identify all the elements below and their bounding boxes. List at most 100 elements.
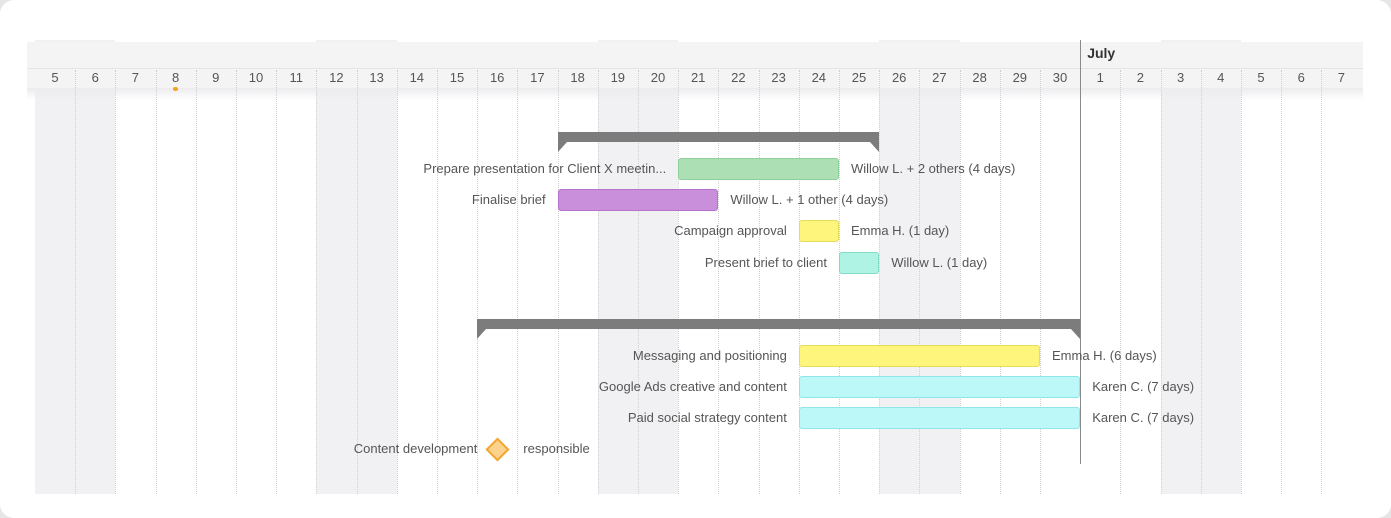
task-bar[interactable] [839,251,880,274]
day-gridline [557,70,559,494]
task-bar[interactable] [557,189,719,212]
day-label: 12 [329,70,344,85]
day-gridline [316,70,318,494]
summary-bar[interactable] [477,319,1081,341]
day-column [156,40,196,494]
day-column [1321,40,1361,494]
day-gridline [236,70,237,494]
month-header [27,42,1363,68]
day-label: 9 [212,70,220,85]
task-resources-label: Karen C. (7 days) [1092,379,1195,395]
day-column [397,40,437,494]
task-resources-label: Emma H. (6 days) [1052,348,1157,363]
day-label: 30 [1052,70,1068,85]
day-gridline [1160,70,1162,494]
summary-bar[interactable] [557,132,880,154]
day-label: 18 [570,70,585,85]
day-gridline [718,70,720,494]
day-gridline [638,70,639,494]
task-bar[interactable] [798,220,839,243]
day-label: 14 [409,70,425,85]
task-name-label[interactable]: Messaging and positioning [632,348,787,363]
day-gridline [477,70,479,494]
today-marker [173,87,179,91]
day-label: 1 [1096,70,1104,85]
day-gridline [517,70,519,494]
day-label: 5 [1257,70,1265,85]
day-column [75,40,116,494]
task-bar[interactable] [678,158,839,180]
day-label: 17 [530,70,545,85]
day-gridline [758,70,760,494]
day-column [517,40,557,494]
day-column [35,40,76,494]
day-label: 25 [851,70,867,85]
task-resources-label: Willow L. + 1 other (4 days) [730,192,889,208]
day-column [597,40,638,494]
day-gridline [879,70,881,494]
day-label: 10 [248,70,264,85]
task-name-label[interactable]: Paid social strategy content [627,410,787,426]
day-gridline [1321,70,1323,494]
day-label: 8 [171,70,180,85]
day-column [1200,40,1241,494]
day-label: 20 [650,70,666,85]
day-gridline [1200,70,1202,494]
day-label: 7 [131,70,139,85]
task-name-label[interactable]: Finalise brief [471,192,546,208]
month-label-july: July [1087,45,1116,61]
milestone-resources-label: responsible [523,441,590,456]
task-name-label[interactable]: Prepare presentation for Client X meetin… [423,161,667,176]
task-bar[interactable] [798,345,1040,367]
milestone-name-label[interactable]: Content development [353,441,478,456]
task-resources-label: Willow L. (1 day) [891,254,988,270]
day-gridline [155,70,157,494]
month-boundary-line [1080,40,1082,464]
day-gridline [1281,70,1283,494]
day-column [196,40,236,494]
summary-bar-left-cap [557,142,567,152]
summary-bar-right-cap [870,142,880,152]
task-bar[interactable] [798,376,1081,399]
day-column [1281,40,1321,494]
day-gridline [437,70,438,494]
day-label: 29 [1012,70,1028,85]
day-label: 4 [1217,70,1225,85]
task-name-label[interactable]: Present brief to client [704,254,827,270]
summary-bar-body [557,132,880,142]
day-gridline [919,70,921,494]
day-column [356,40,397,494]
day-column [437,40,477,494]
task-resources-label: Willow L. + 2 others (4 days) [851,161,1016,176]
day-gridline [75,70,77,494]
day-gridline [839,70,840,494]
task-name-label[interactable]: Google Ads creative and content [598,379,787,395]
day-column [115,40,155,494]
day-gridline [597,70,599,494]
day-label: 2 [1136,70,1144,85]
day-label: 6 [1297,70,1305,85]
day-column [638,40,679,494]
day-gridline [798,70,800,494]
summary-bar-right-cap [1071,329,1081,339]
day-label: 22 [731,70,746,85]
day-column [236,40,276,494]
day-column [1241,40,1281,494]
day-label: 24 [811,70,827,85]
task-resources-label: Karen C. (7 days) [1092,410,1195,426]
day-label: 23 [771,70,786,85]
day-column [1160,40,1201,494]
day-label: 13 [369,70,384,85]
day-label: 6 [91,70,99,85]
header-shadow [27,88,1363,100]
day-column [276,40,316,494]
task-bar[interactable] [798,407,1081,430]
day-label: 7 [1337,70,1345,85]
day-gridline [396,70,398,494]
day-gridline [999,70,1001,494]
day-gridline [115,70,117,494]
summary-bar-body [477,319,1081,329]
day-label: 27 [932,70,947,85]
task-name-label[interactable]: Campaign approval [674,223,787,239]
